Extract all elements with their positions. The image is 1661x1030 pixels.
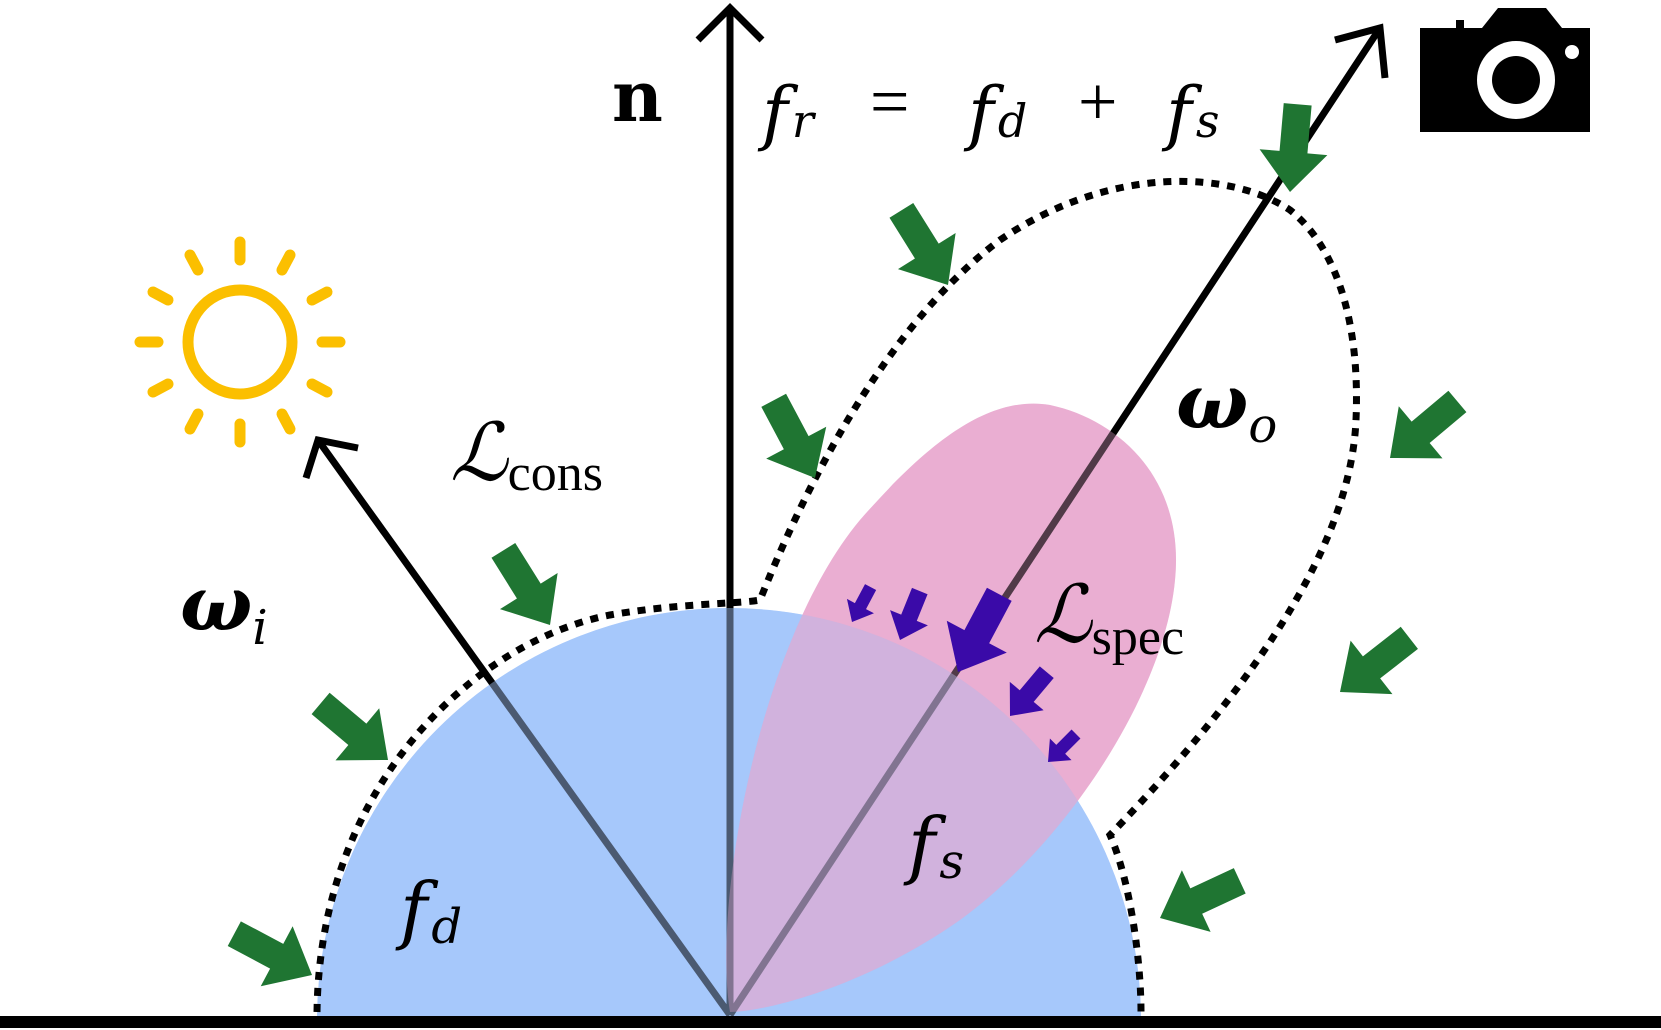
consistency-arrows xyxy=(227,103,1467,987)
svg-text:+: + xyxy=(1078,64,1117,141)
svg-text:fs: fs xyxy=(1161,72,1220,154)
camera-icon xyxy=(1420,8,1590,132)
svg-text:fr: fr xyxy=(757,72,817,154)
omega-o-label: ωo xyxy=(1176,357,1277,454)
omega-i-vector xyxy=(315,437,733,1018)
equation-label: fr = fd + fs xyxy=(757,64,1220,154)
svg-text:fd: fd xyxy=(963,72,1027,154)
consistency-arrow xyxy=(227,921,312,987)
consistency-arrow xyxy=(1259,103,1328,192)
consistency-arrow xyxy=(1160,868,1246,932)
consistency-arrow xyxy=(761,393,827,478)
specular-arrow xyxy=(890,587,928,640)
specular-arrow xyxy=(1048,729,1081,762)
normal-label: n xyxy=(612,55,663,138)
specular-arrow xyxy=(1009,666,1054,716)
omega-i-label: ωi xyxy=(180,559,268,656)
consistency-arrow xyxy=(1340,626,1418,695)
loss-spec-label: ℒspec xyxy=(1034,568,1184,666)
omega-i-arrowhead xyxy=(302,435,359,480)
loss-cons-label: ℒcons xyxy=(450,406,603,502)
consistency-arrow xyxy=(1390,390,1467,459)
consistency-arrow xyxy=(311,692,388,761)
omega-o-arrowhead xyxy=(1334,23,1389,79)
specular-arrow xyxy=(846,584,877,622)
normal-arrowhead xyxy=(695,3,765,43)
svg-text:=: = xyxy=(870,64,909,141)
sun-icon xyxy=(134,236,346,448)
specular-lobe xyxy=(726,403,1177,1012)
consistency-arrow xyxy=(491,542,558,625)
specular-arrows xyxy=(846,584,1081,762)
specular-arrow xyxy=(946,587,1012,672)
combined-brdf-outline xyxy=(313,177,1360,1013)
omega-o-vector xyxy=(727,26,1383,1017)
consistency-arrow xyxy=(889,202,956,285)
